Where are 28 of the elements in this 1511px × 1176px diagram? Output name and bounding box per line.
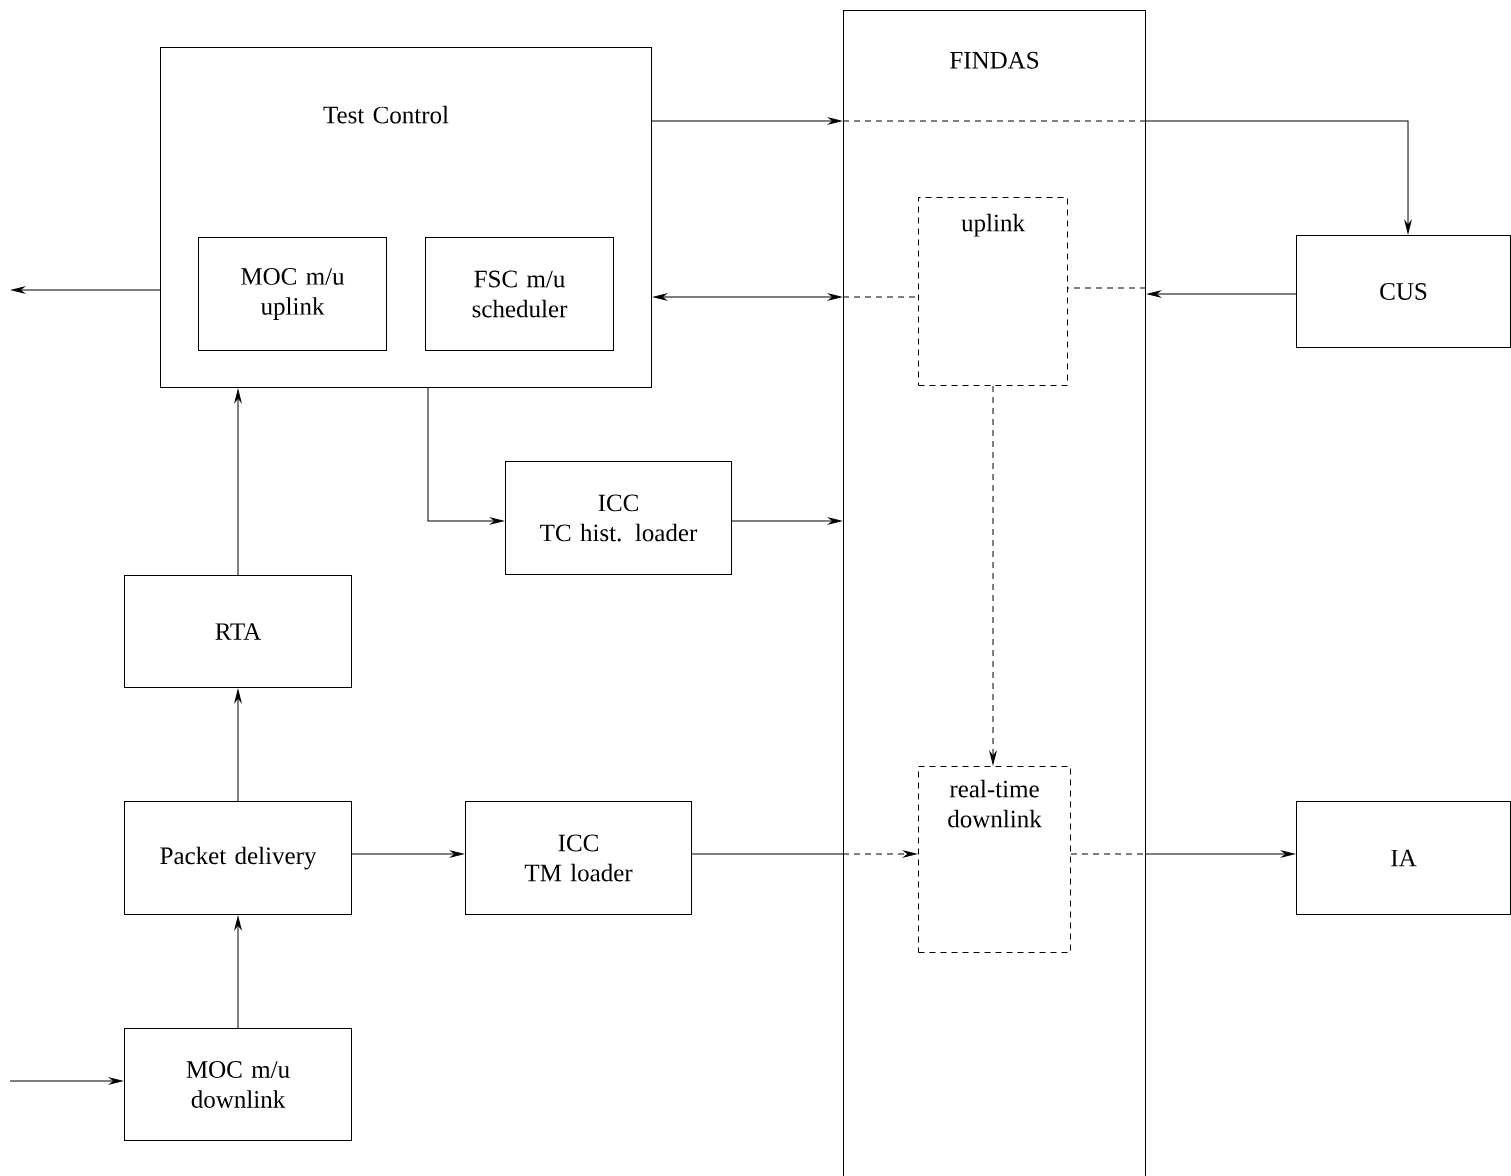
arrow	[234, 689, 242, 802]
arrow	[1145, 850, 1295, 858]
process-box: RTA	[124, 575, 352, 688]
process-box: ICC TM loader	[465, 801, 692, 915]
connector-line	[691, 853, 844, 855]
arrow	[989, 385, 997, 765]
arrow	[731, 517, 842, 525]
arrow	[234, 389, 242, 576]
arrow	[9, 1077, 123, 1085]
process-box: FSC m/u scheduler	[425, 237, 614, 351]
arrow	[1145, 120, 1412, 234]
process-box: ICC TC hist. loader	[505, 461, 732, 575]
arrow	[427, 387, 504, 525]
process-box: MOC m/u uplink	[198, 237, 387, 351]
arrow	[1147, 290, 1297, 298]
arrow	[842, 850, 917, 858]
arrow	[11, 286, 161, 294]
process-box: Packet delivery	[124, 801, 352, 915]
arrow	[651, 117, 842, 125]
arrow	[351, 850, 464, 858]
process-box: MOC m/u downlink	[124, 1028, 352, 1141]
container-box: real-time downlink	[918, 766, 1071, 953]
process-box: CUS	[1296, 235, 1511, 348]
arrow	[234, 916, 242, 1029]
arrow	[653, 293, 842, 301]
connector-line	[1067, 287, 1147, 289]
container-box: uplink	[918, 197, 1068, 386]
process-box: IA	[1296, 801, 1511, 915]
